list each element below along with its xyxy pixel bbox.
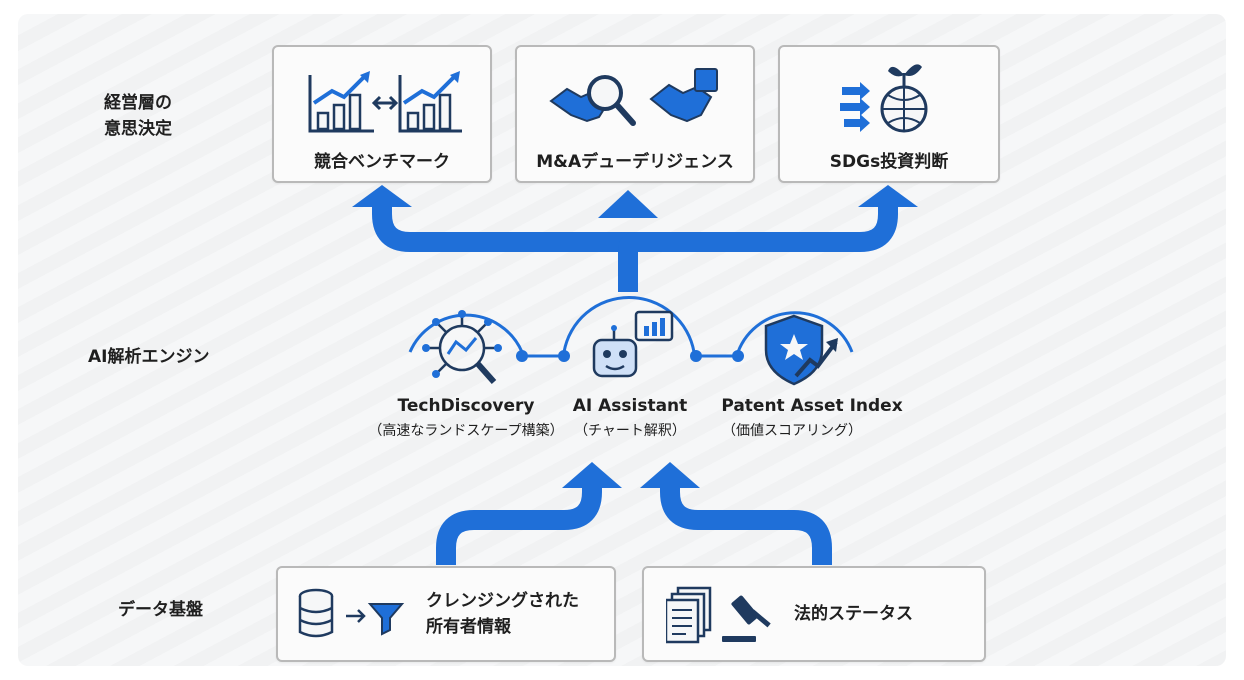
engine-title-ai-assistant: AI Assistant — [572, 396, 688, 416]
engine-subtitle-patent-asset-index: （価値スコアリング） — [722, 423, 862, 439]
engine-arc-left — [408, 313, 524, 353]
engine-title-techdiscovery: TechDiscovery — [397, 396, 535, 416]
arrowhead-center — [598, 190, 658, 218]
box-label: 競合ベンチマーク — [314, 152, 450, 172]
box-legal-status: 法的ステータス — [642, 566, 986, 662]
engine-arc-right — [736, 311, 854, 353]
row-label-engine: AI解析エンジン — [88, 347, 210, 367]
node-dot-2 — [558, 350, 570, 362]
arrows-globe-sprout-icon — [840, 64, 928, 133]
box-competitive-benchmark: 競合ベンチマーク — [272, 45, 492, 183]
shield-star-trend-icon — [764, 314, 838, 386]
engine-subtitle-techdiscovery: （高速なランドスケープ構築） — [368, 423, 564, 439]
feeder-right — [660, 482, 832, 565]
node-dot-4 — [732, 350, 744, 362]
robot-chart-icon — [592, 310, 674, 378]
arrowhead-right — [858, 185, 918, 207]
database-filter-icon — [298, 588, 405, 638]
box-label: M&Aデューデリジェンス — [536, 152, 734, 172]
box-ma-due-diligence: M&Aデューデリジェンス — [515, 45, 755, 183]
box-sdgs-investment: SDGs投資判断 — [778, 45, 1000, 183]
arrowhead-feeder-left — [562, 462, 622, 488]
box-cleansed-owner-info: クレンジングされた 所有者情報 — [276, 566, 616, 662]
engine-arc-center — [562, 295, 696, 353]
engine-subtitle-ai-assistant: （チャート解釈） — [574, 423, 686, 439]
legal-status-label: 法的ステータス — [794, 604, 913, 624]
handshake-magnifier-puzzle-icon — [549, 68, 718, 126]
arrowhead-left — [352, 185, 412, 207]
arrowhead-feeder-right — [640, 462, 700, 488]
owner-info-line1: クレンジングされた — [426, 591, 579, 611]
branch-right — [618, 204, 898, 253]
branch-left — [372, 204, 638, 253]
row-label-executive: 経営層の 意思決定 — [104, 93, 172, 139]
trend-charts-compare-icon — [308, 71, 462, 133]
node-dot-3 — [690, 350, 702, 362]
engine-title-patent-asset-index: Patent Asset Index — [721, 396, 903, 416]
owner-info-line2: 所有者情報 — [426, 617, 511, 637]
row-label-data: データ基盤 — [118, 600, 203, 620]
box-label: SDGs投資判断 — [829, 152, 949, 172]
feeder-left — [436, 482, 602, 565]
documents-gavel-icon — [666, 586, 771, 644]
node-dot-1 — [516, 350, 528, 362]
network-magnifier-icon — [422, 310, 502, 384]
